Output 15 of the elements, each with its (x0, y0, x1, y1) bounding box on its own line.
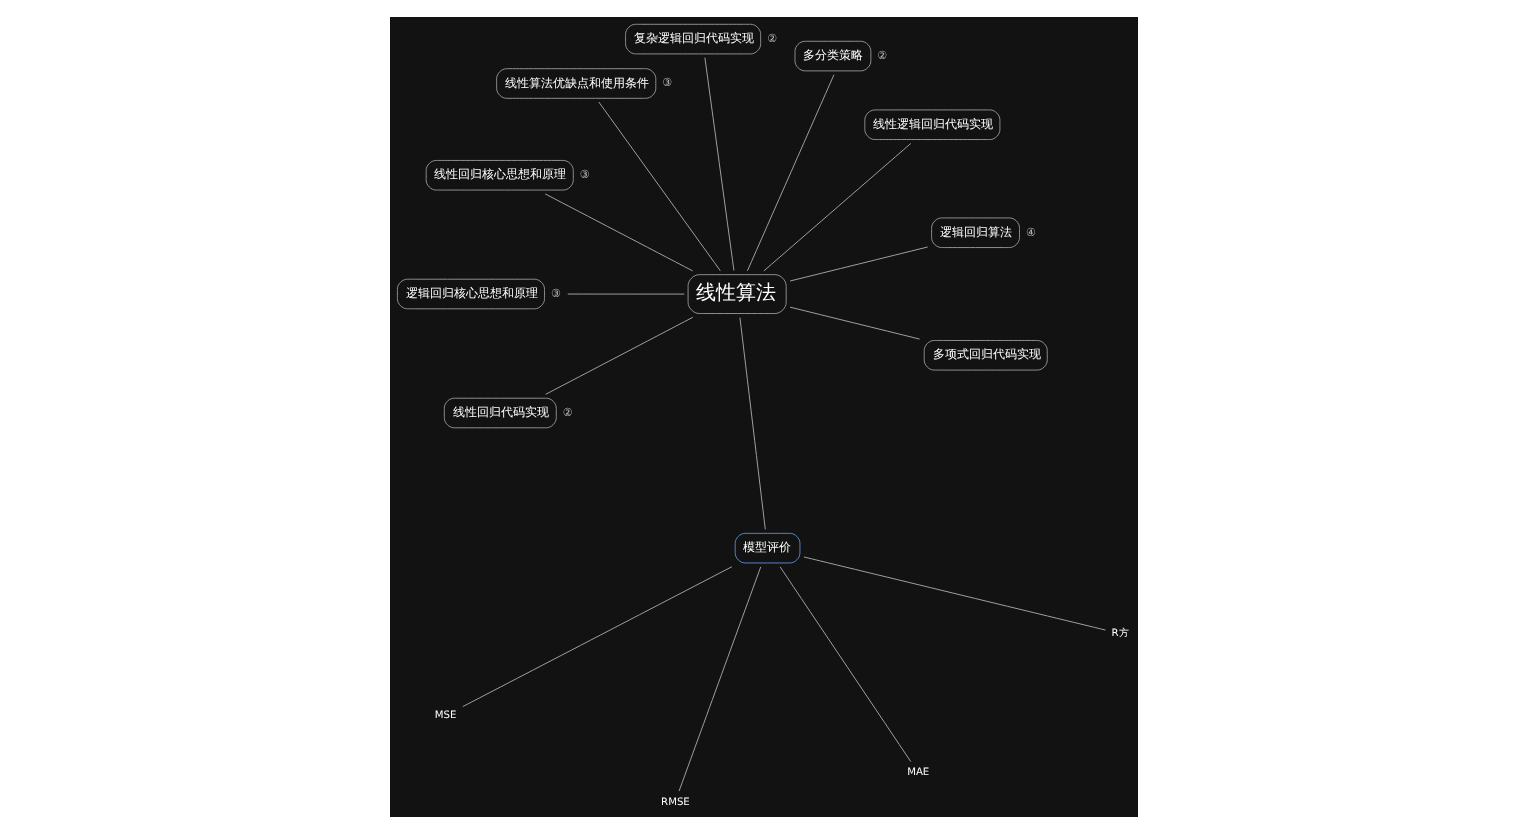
connector (462, 566, 733, 708)
connector (544, 193, 694, 272)
connector (746, 74, 835, 272)
connector (704, 57, 735, 272)
connector (545, 316, 694, 395)
connector (739, 317, 766, 530)
connector (789, 246, 929, 282)
connector (598, 101, 721, 272)
connector (779, 566, 912, 763)
connector (789, 306, 921, 340)
connector (567, 293, 685, 295)
connector (803, 556, 1106, 631)
node-box: 线性算法 (687, 274, 787, 314)
connector (678, 566, 762, 792)
connector (763, 143, 912, 272)
